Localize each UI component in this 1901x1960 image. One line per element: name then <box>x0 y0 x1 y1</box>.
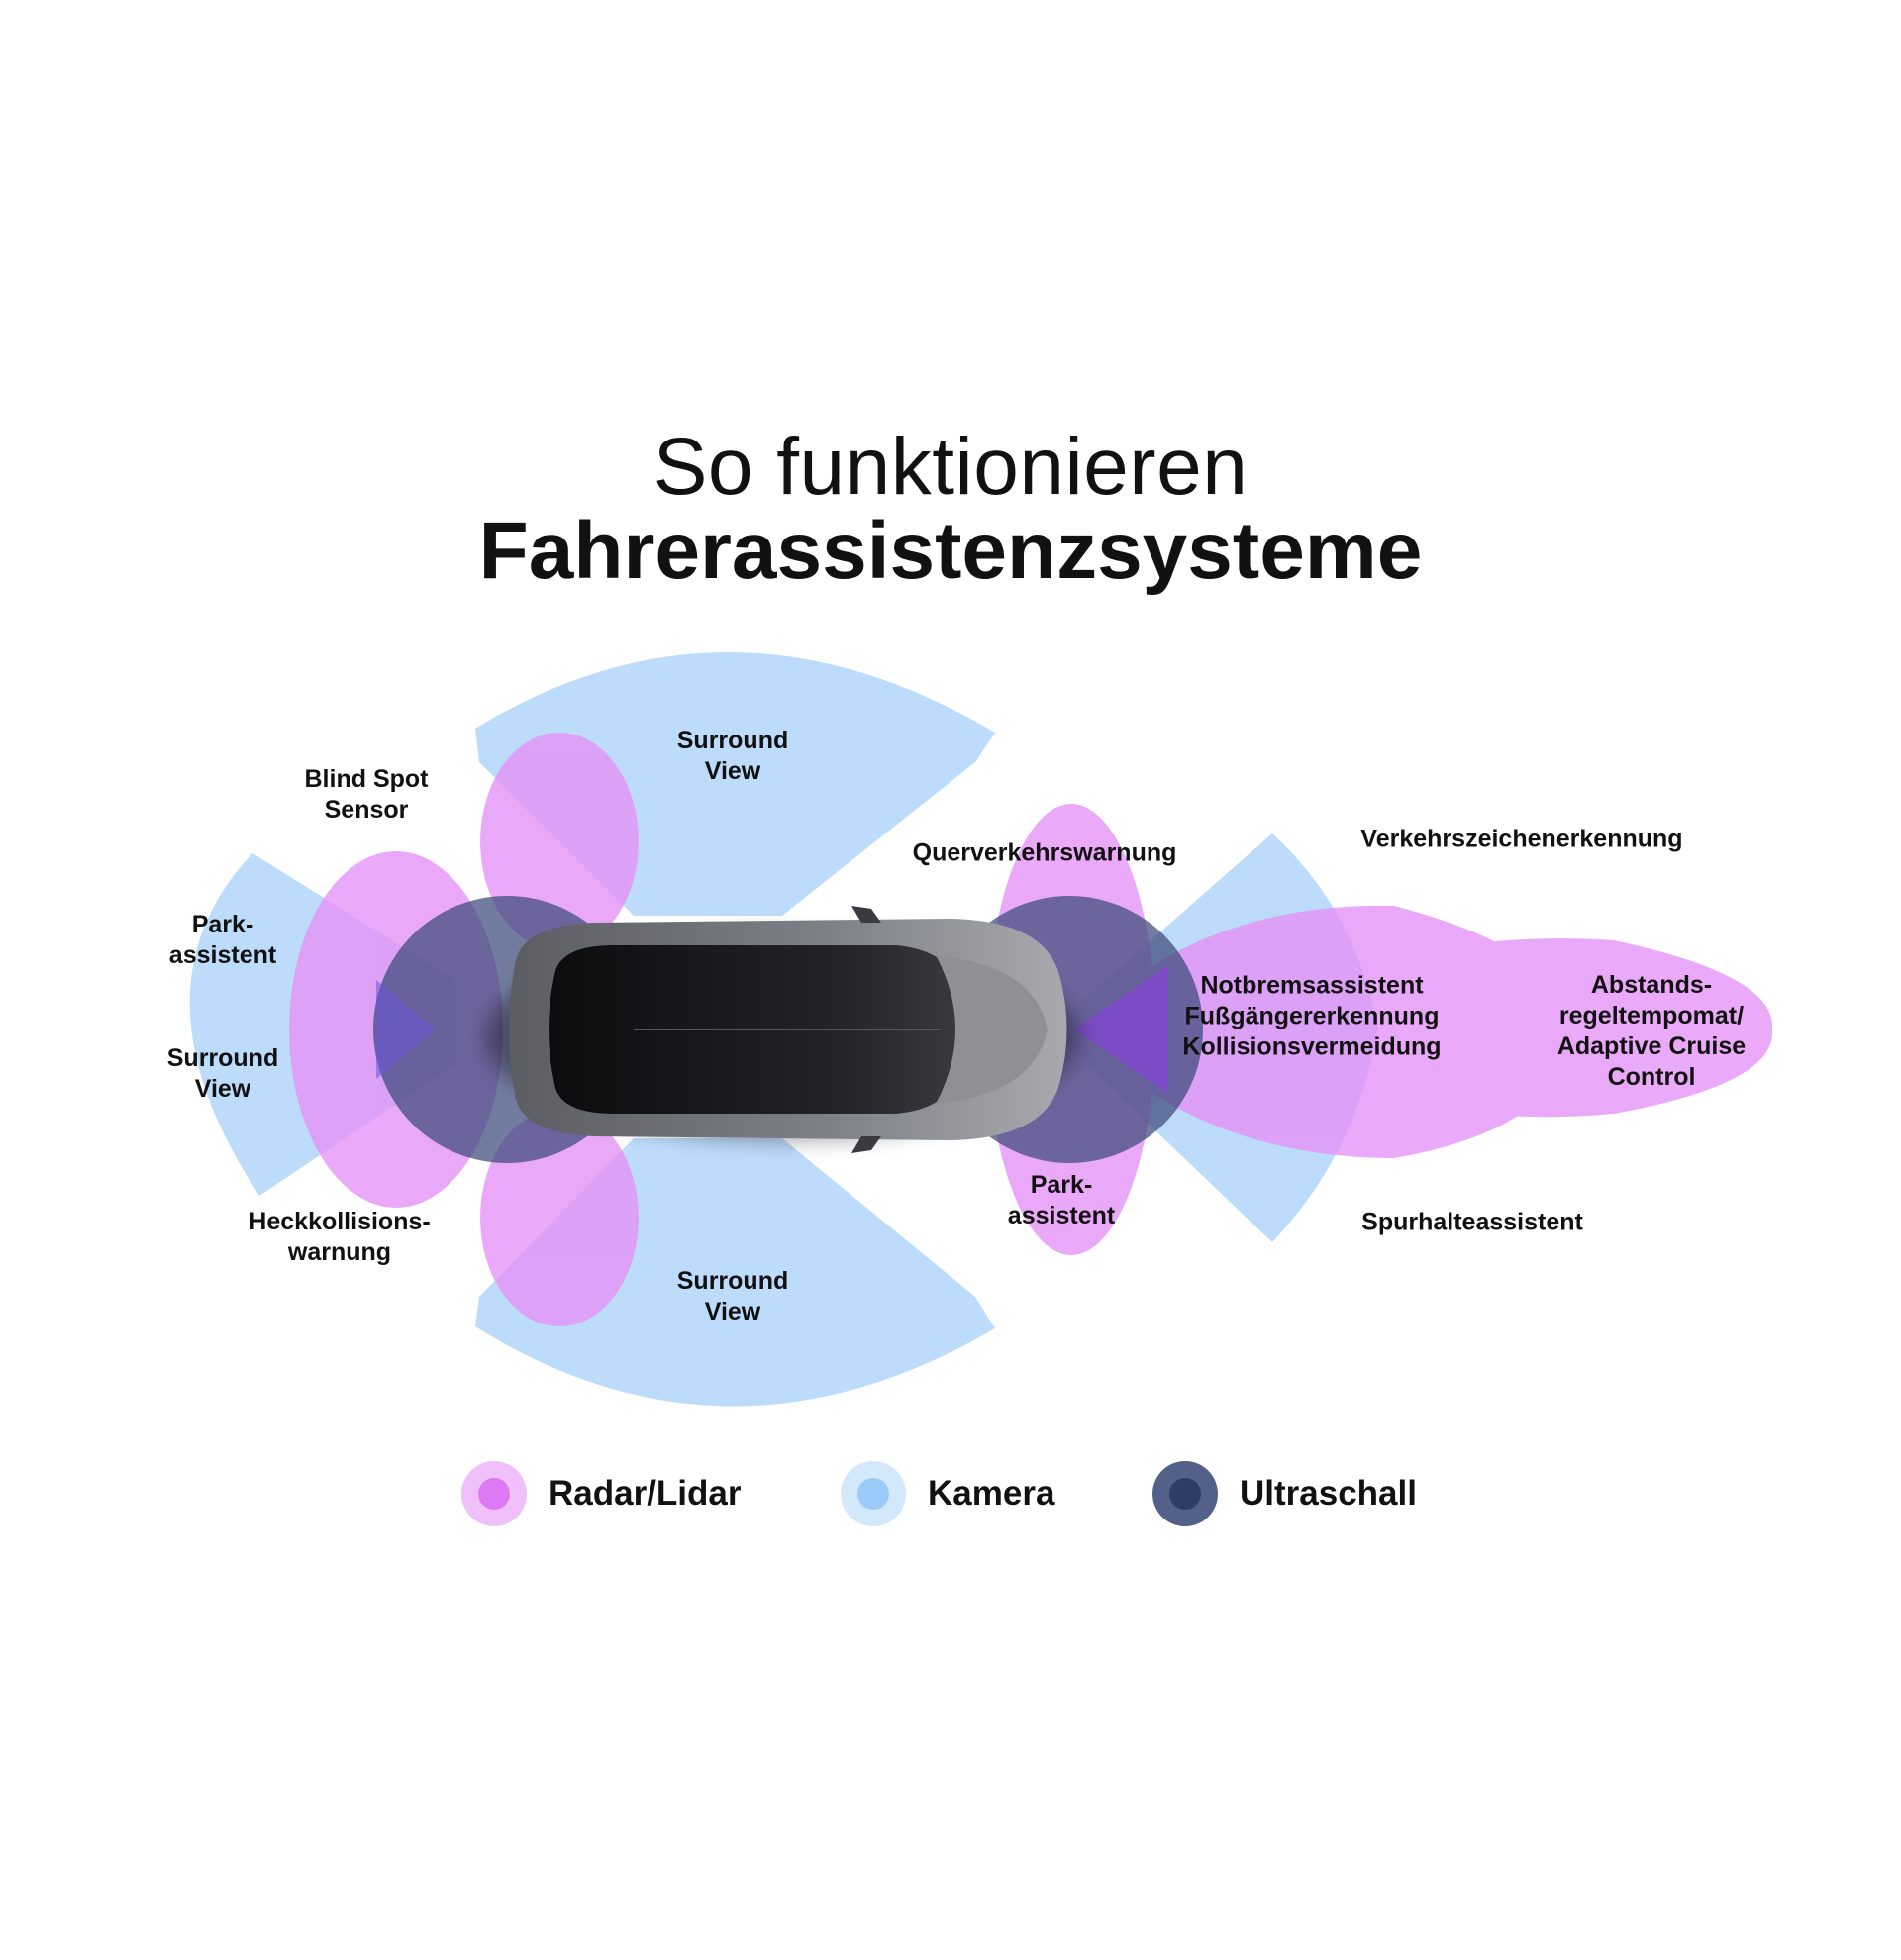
label-traffic-sign: Verkehrszeichenerkennung <box>1360 825 1683 853</box>
label-park-front: Park- assistent <box>1007 1171 1116 1229</box>
legend-ultrasonic-label: Ultraschall <box>1240 1474 1417 1513</box>
label-lane-keep: Spurhalteassistent <box>1361 1208 1583 1236</box>
label-adaptive-cruise: Abstands- regeltempomat/ Adaptive Cruise… <box>1556 971 1747 1091</box>
overlap-tint <box>376 965 1168 1094</box>
car-hood <box>936 955 1048 1104</box>
legend-radar-label: Radar/Lidar <box>549 1474 742 1513</box>
mirror-top <box>851 906 881 923</box>
car-top-view <box>485 906 1079 1153</box>
label-park-rear: Park- assistent <box>168 911 277 969</box>
label-surround-top: Surround View <box>676 727 789 785</box>
label-blind-spot: Blind Spot Sensor <box>304 765 429 824</box>
label-surround-rear: Surround View <box>166 1044 279 1103</box>
radar-zone-top-left <box>480 733 639 950</box>
legend-camera: Kamera <box>841 1461 1054 1526</box>
radar-zone-acc <box>1168 938 1773 1118</box>
radar-swatch-icon <box>461 1461 527 1526</box>
camera-swatch-icon <box>841 1461 906 1526</box>
title-line-2: Fahrerassistenzsysteme <box>478 506 1423 596</box>
title-line-1: So funktionieren <box>652 422 1249 512</box>
label-emergency-brake: Notbremsassistent Fußgängererkennung Kol… <box>1182 971 1442 1061</box>
radar-zone-bottom-left <box>480 1109 639 1326</box>
legend-radar: Radar/Lidar <box>461 1461 742 1526</box>
ultrasonic-swatch-icon <box>1152 1461 1218 1526</box>
label-rear-collision: Heckkollisions- warnung <box>249 1208 431 1266</box>
legend-ultrasonic: Ultraschall <box>1152 1461 1417 1526</box>
mirror-bottom <box>851 1136 881 1153</box>
legend-camera-label: Kamera <box>928 1474 1055 1513</box>
label-cross-traffic: Querverkehrswarnung <box>912 838 1177 867</box>
label-surround-bottom: Surround View <box>676 1267 789 1325</box>
